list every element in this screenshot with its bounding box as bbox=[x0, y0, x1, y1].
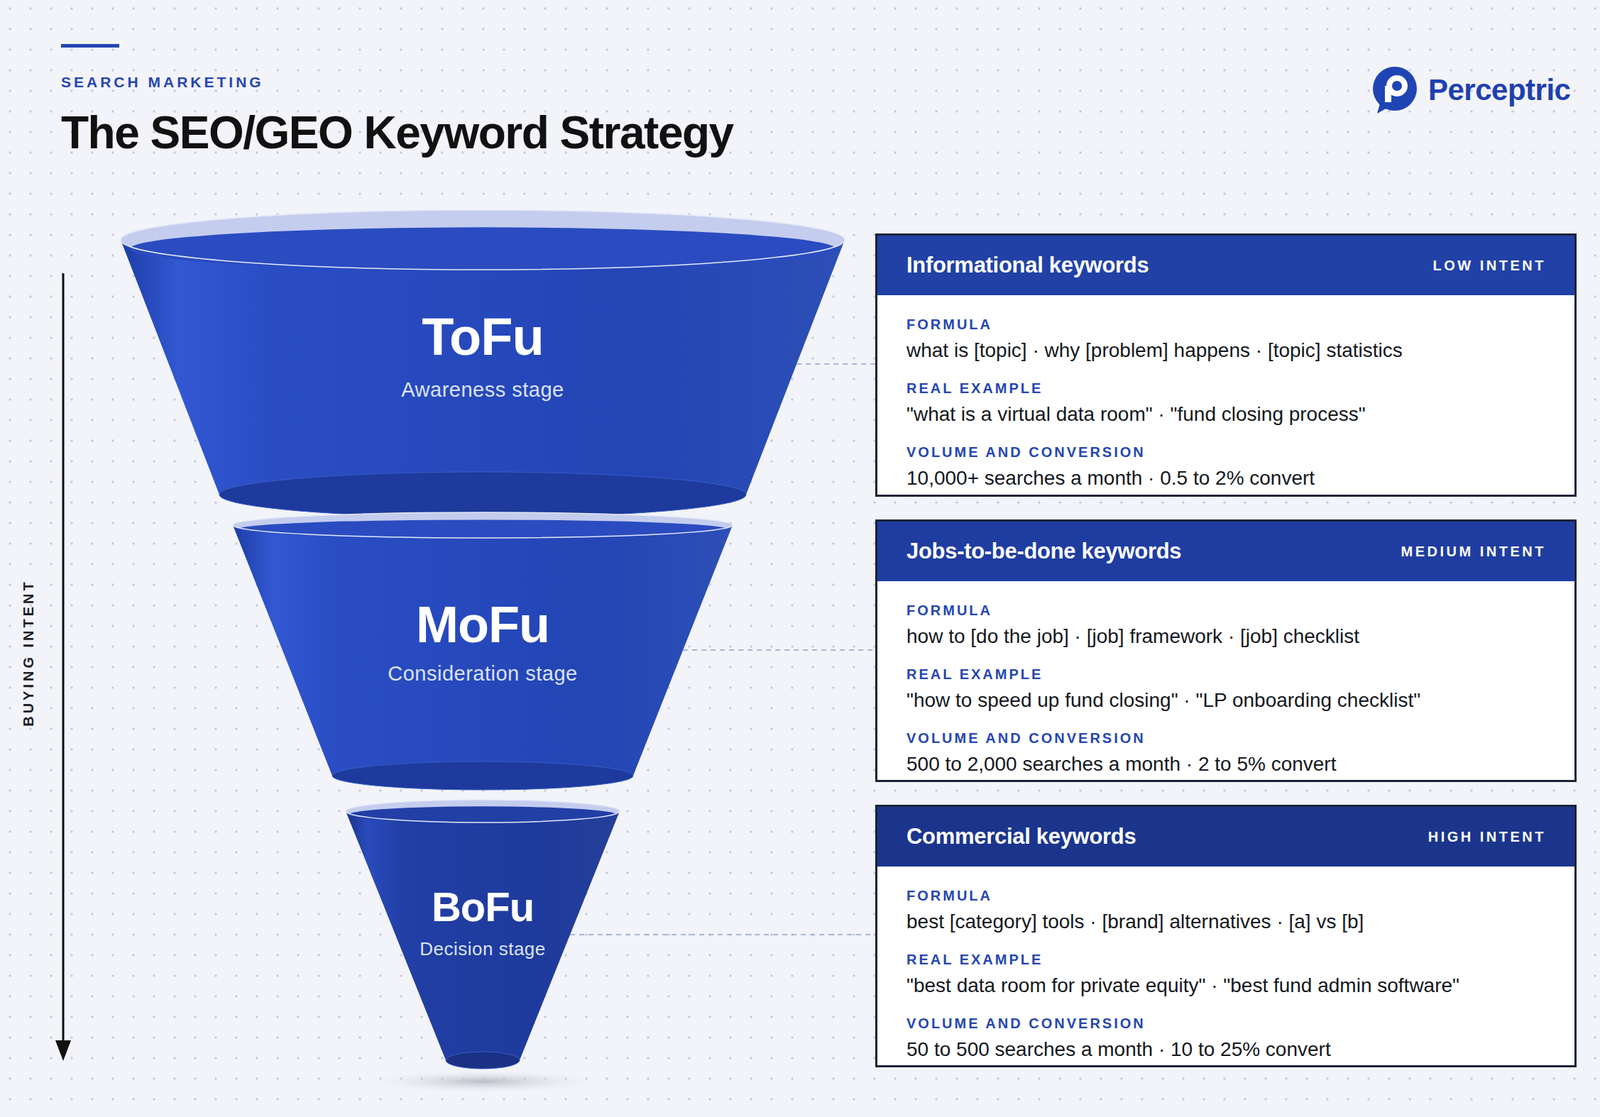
funnel-title: MoFu bbox=[232, 594, 733, 656]
field-label: FORMULA bbox=[906, 315, 1554, 334]
field-value: 10,000+ searches a month · 0.5 to 2% con… bbox=[906, 465, 1554, 492]
axis-line bbox=[62, 273, 65, 1044]
card-body: FORMULA what is [topic] · why [problem] h… bbox=[877, 295, 1575, 492]
card-body: FORMULA how to [do the job] · [job] frame… bbox=[877, 581, 1575, 778]
funnel-opening bbox=[129, 227, 837, 270]
funnel-stage: BoFuDecision stage bbox=[345, 800, 620, 1070]
logo-disc bbox=[1372, 66, 1417, 111]
funnel-title: BoFu bbox=[345, 882, 620, 933]
funnel-rim-line bbox=[232, 512, 733, 539]
funnel-rim-bottom bbox=[219, 472, 747, 518]
funnel-opening bbox=[349, 806, 617, 823]
funnel-rim-top bbox=[232, 512, 733, 539]
field-label: REAL EXAMPLE bbox=[906, 665, 1554, 684]
funnel-body bbox=[345, 811, 620, 1070]
field-label: FORMULA bbox=[906, 601, 1554, 620]
card-heading: Commercial keywords bbox=[906, 824, 1136, 850]
logo-stem bbox=[1384, 85, 1392, 103]
brand-name: Perceptric bbox=[1428, 73, 1571, 108]
intent-badge: LOW INTENT bbox=[1433, 257, 1547, 275]
section-eyebrow: SEARCH MARKETING bbox=[61, 73, 265, 92]
stage-name: Awareness stage bbox=[120, 377, 845, 403]
accent-bar bbox=[61, 44, 120, 48]
funnel-stage: ToFuAwareness stage bbox=[120, 210, 845, 518]
field-value: what is [topic] · why [problem] happens … bbox=[906, 337, 1554, 364]
field-label: FORMULA bbox=[906, 886, 1554, 906]
axis-label: BUYING INTENT bbox=[19, 579, 37, 727]
funnel-outline bbox=[345, 800, 620, 1070]
funnel-rim-bottom bbox=[332, 761, 634, 791]
card-heading: Informational keywords bbox=[906, 252, 1149, 279]
field-value: 500 to 2,000 searches a month · 2 to 5% … bbox=[906, 751, 1554, 778]
logo-tail bbox=[1377, 103, 1389, 114]
field-label: VOLUME AND CONVERSION bbox=[906, 442, 1554, 462]
logo-core bbox=[1392, 80, 1402, 91]
card-body: FORMULA best [category] tools · [brand] a… bbox=[877, 866, 1575, 1063]
field-label: REAL EXAMPLE bbox=[906, 950, 1554, 969]
field-value: "what is a virtual data room" · "fund cl… bbox=[906, 401, 1554, 428]
funnel-opening bbox=[239, 519, 727, 539]
funnel-rim-top bbox=[120, 210, 845, 270]
stage-name: Consideration stage bbox=[232, 661, 733, 687]
funnel-body bbox=[232, 525, 733, 791]
funnel-title: ToFu bbox=[120, 305, 845, 369]
dashed-leader bbox=[570, 934, 876, 936]
field-value: "best data room for private equity" · "b… bbox=[906, 973, 1554, 999]
funnel-rim-line bbox=[120, 210, 845, 270]
funnel-rim-bottom bbox=[445, 1051, 520, 1070]
dashed-leader bbox=[682, 649, 876, 651]
card: Commercial keywords HIGH INTENT FORMULA bes… bbox=[875, 804, 1577, 1068]
card-header: Jobs-to-be-done keywords MEDIUM INTENT bbox=[877, 521, 1575, 582]
axis-arrowhead bbox=[55, 1040, 71, 1062]
funnel-shadow bbox=[369, 1070, 597, 1094]
funnel-body bbox=[120, 239, 845, 518]
field-label: VOLUME AND CONVERSION bbox=[906, 1014, 1554, 1033]
field-label: VOLUME AND CONVERSION bbox=[906, 729, 1554, 748]
card-heading: Jobs-to-be-done keywords bbox=[906, 538, 1182, 565]
diagram-title: The SEO/GEO Keyword Strategy bbox=[61, 105, 734, 160]
intent-badge: MEDIUM INTENT bbox=[1401, 543, 1547, 561]
field-value: "how to speed up fund closing" · "LP onb… bbox=[906, 687, 1554, 714]
card: Informational keywords LOW INTENT FORMULA w… bbox=[875, 233, 1577, 497]
field-label: REAL EXAMPLE bbox=[906, 379, 1554, 398]
field-value: how to [do the job] · [job] framework · … bbox=[906, 623, 1554, 650]
funnel-rim-top bbox=[345, 800, 620, 823]
dashed-leader bbox=[796, 363, 876, 365]
field-value: 50 to 500 searches a month · 10 to 25% c… bbox=[906, 1037, 1554, 1063]
field-value: best [category] tools · [brand] alternat… bbox=[906, 909, 1554, 935]
brand-logo bbox=[1372, 66, 1417, 114]
stage-name: Decision stage bbox=[345, 938, 620, 961]
card-header: Commercial keywords HIGH INTENT bbox=[877, 807, 1575, 867]
funnel-rim-line bbox=[345, 800, 620, 823]
card: Jobs-to-be-done keywords MEDIUM INTENT FOR… bbox=[875, 519, 1577, 783]
card-header: Informational keywords LOW INTENT bbox=[877, 235, 1575, 296]
funnel-stage: MoFuConsideration stage bbox=[232, 512, 733, 791]
intent-badge: HIGH INTENT bbox=[1428, 829, 1547, 846]
